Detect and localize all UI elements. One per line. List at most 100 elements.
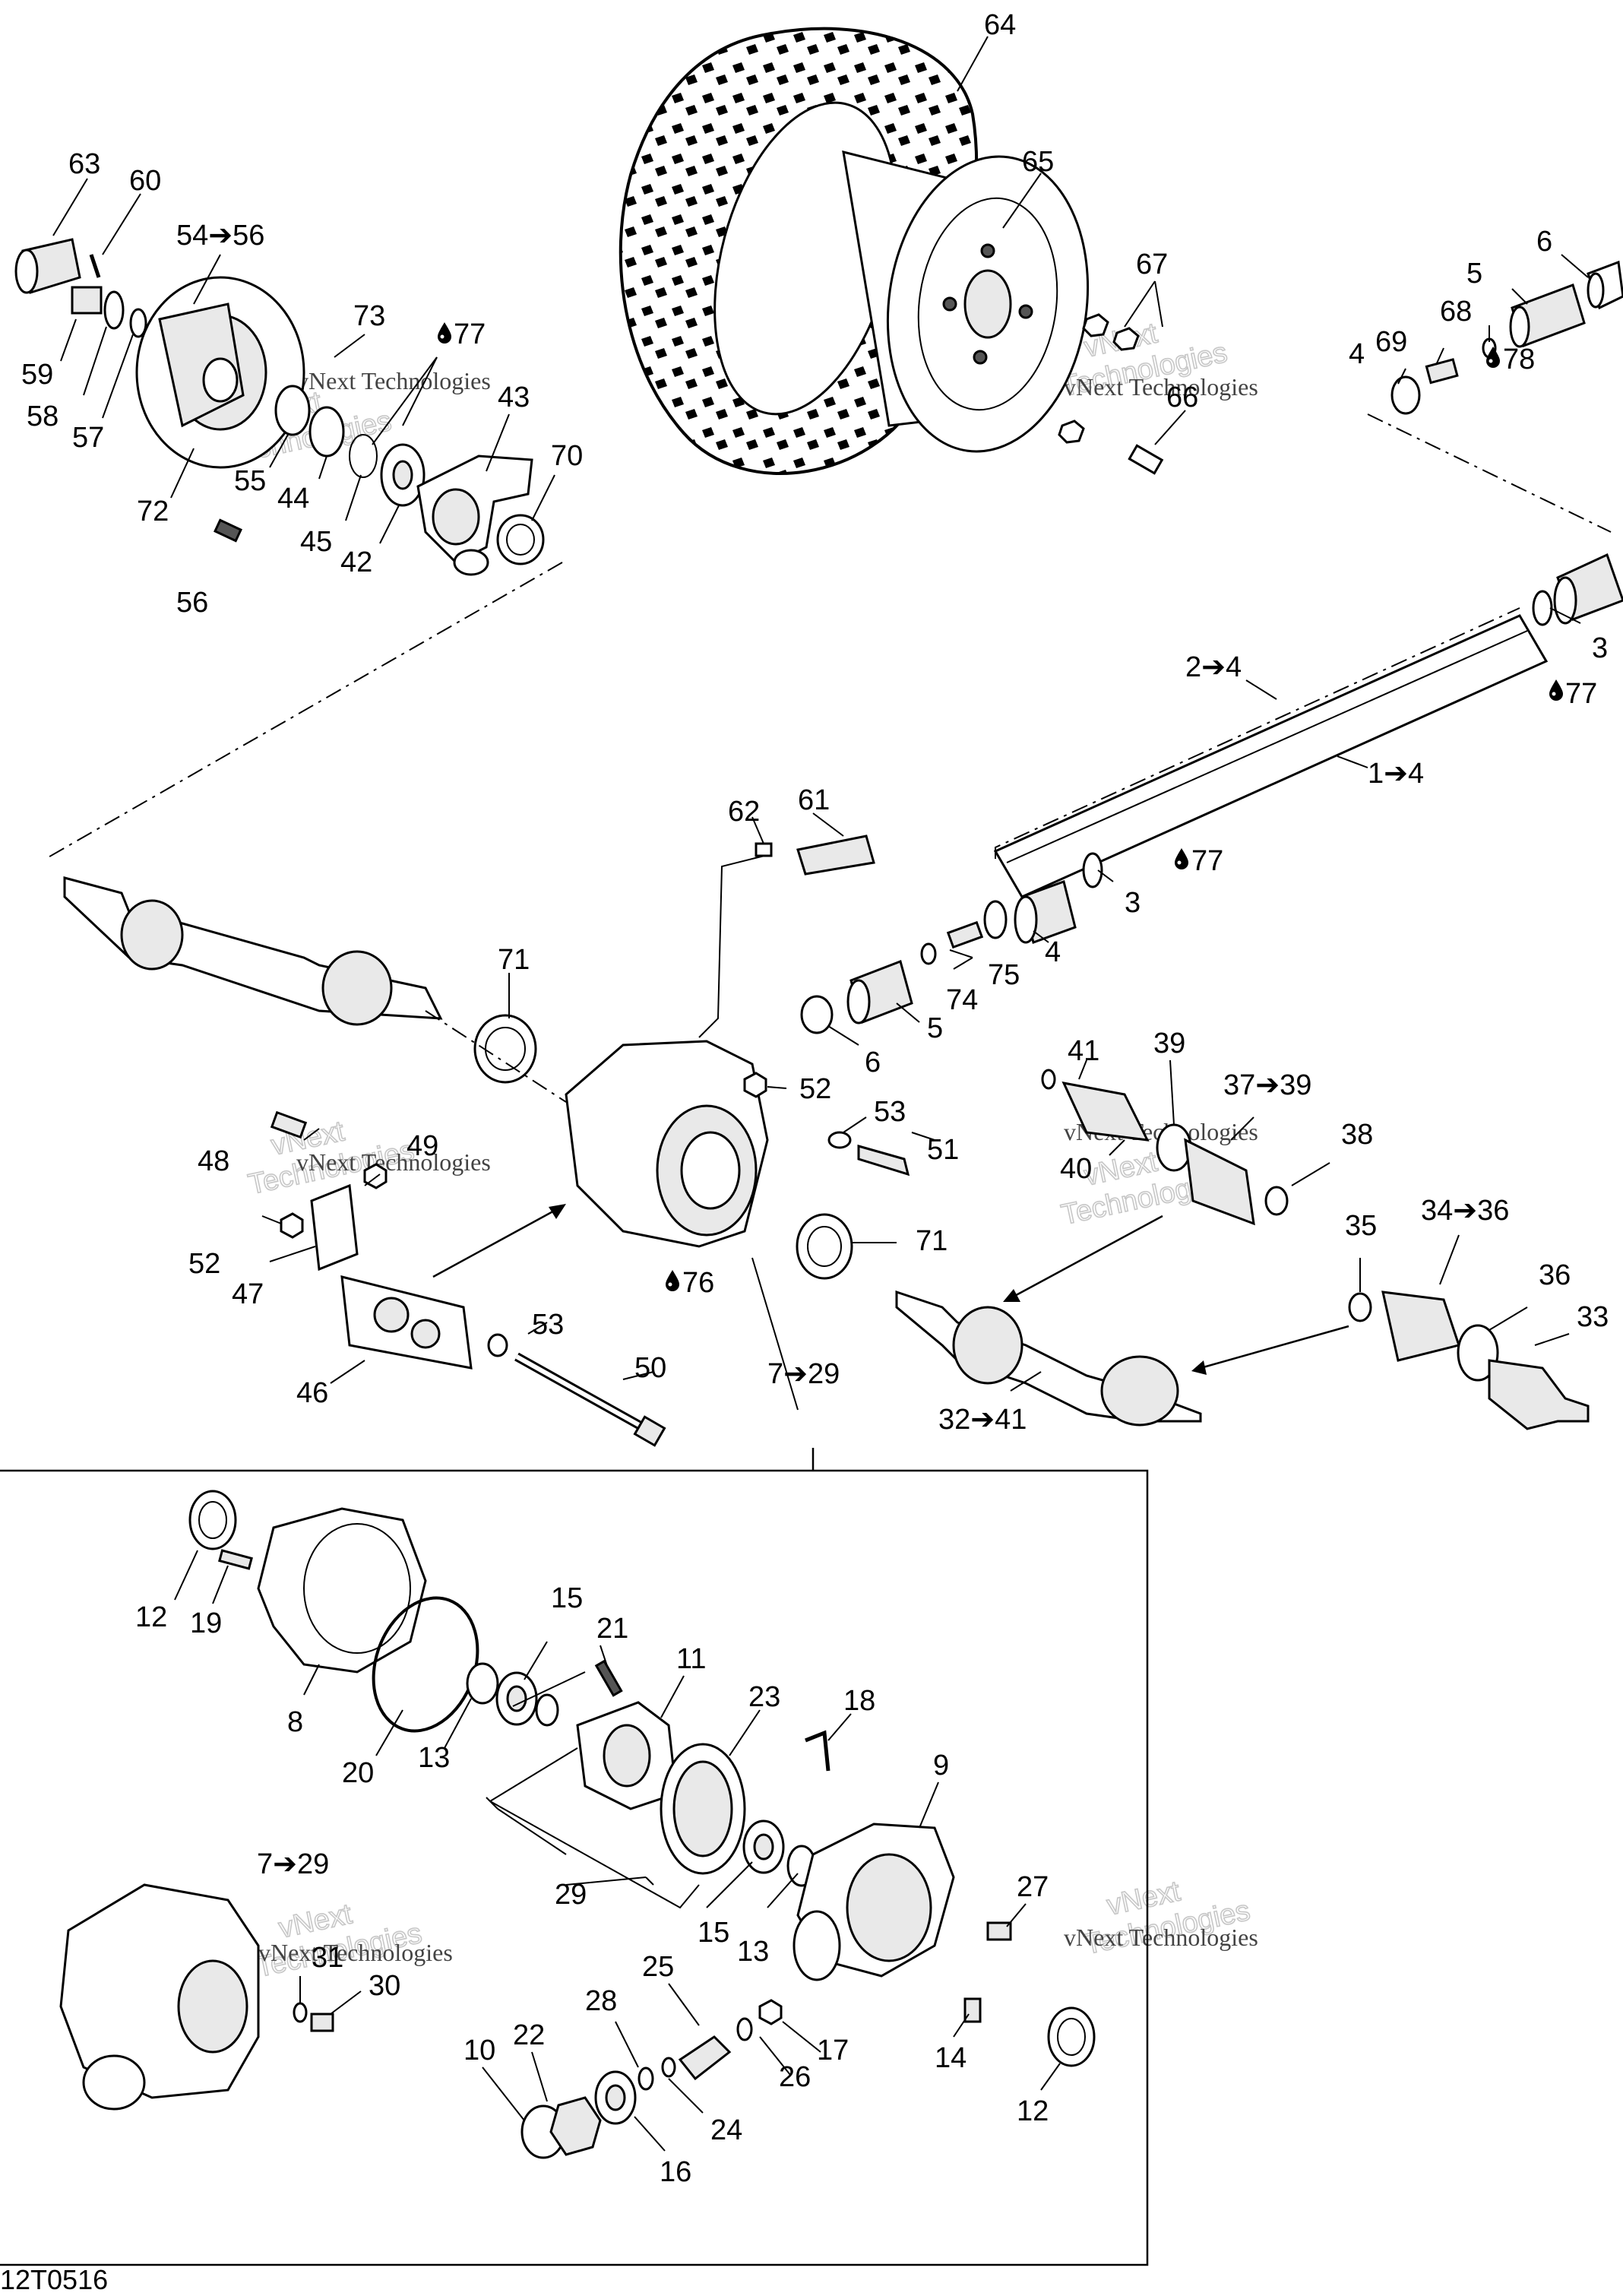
callout-68: 68 <box>1440 296 1472 328</box>
callout-58: 58 <box>27 401 59 432</box>
callout-64: 64 <box>984 9 1016 41</box>
callout-33: 33 <box>1577 1301 1609 1333</box>
seal-12-top <box>188 1490 237 1550</box>
callout-15-top: 15 <box>551 1582 583 1614</box>
callout-57: 57 <box>72 422 104 454</box>
callout-66: 66 <box>1166 382 1198 413</box>
castle-nut-59 <box>71 286 103 315</box>
drive-shaft-right <box>895 1290 1202 1427</box>
cotter-pin-60 <box>89 254 101 278</box>
boot-4-lower <box>1014 880 1077 944</box>
callout-44: 44 <box>277 483 309 515</box>
nut-49 <box>363 1163 388 1189</box>
seal-71-right <box>796 1213 853 1280</box>
outer-joint-33 <box>1488 1359 1590 1430</box>
washer-31 <box>293 2002 308 2023</box>
callout-37-39: 37➔39 <box>1223 1069 1311 1101</box>
callout-25: 25 <box>642 1951 674 1983</box>
callout-30: 30 <box>369 1970 400 2002</box>
callout-42: 42 <box>340 546 372 578</box>
callout-29: 29 <box>555 1879 587 1911</box>
circlip-45 <box>349 434 378 478</box>
arrow-to-shaft-right-b <box>1191 1325 1349 1375</box>
callout-28: 28 <box>585 1985 617 2017</box>
callout-23: 23 <box>748 1681 780 1713</box>
ring-41 <box>1041 1069 1056 1090</box>
callout-36: 36 <box>1539 1259 1571 1291</box>
callout-71-left: 71 <box>498 944 530 976</box>
callout-14: 14 <box>935 2042 967 2074</box>
callout-12-top: 12 <box>135 1601 167 1633</box>
callout-17: 17 <box>817 2035 849 2066</box>
callout-50: 50 <box>634 1352 666 1384</box>
callout-55: 55 <box>234 465 266 497</box>
bolt-69 <box>1425 358 1459 385</box>
callout-52-lower: 52 <box>188 1248 220 1280</box>
callout-labels: 64 65 67 66 63 60 54➔56 73 77 43 70 59 5… <box>0 9 1609 2295</box>
clamp-4-lower <box>983 900 1008 939</box>
differential-housing <box>565 1040 769 1248</box>
long-bolt-50 <box>514 1352 666 1447</box>
pinion-25 <box>678 2035 732 2081</box>
nut-22 <box>549 2096 602 2156</box>
housing-9 <box>793 1823 955 1981</box>
boot-34 <box>1381 1291 1460 1362</box>
wheel-nut <box>1058 313 1140 444</box>
callout-74: 74 <box>946 984 978 1016</box>
svg-text:vNext Technologies: vNext Technologies <box>296 367 491 394</box>
callout-19: 19 <box>190 1607 222 1639</box>
washer-58 <box>103 290 125 330</box>
bolt-51 <box>857 1145 910 1177</box>
centerline-diff <box>425 1010 567 1103</box>
callout-59: 59 <box>21 359 53 391</box>
callout-24: 24 <box>710 2114 742 2146</box>
callout-11: 11 <box>676 1643 706 1675</box>
hub-bolt-56 <box>214 518 242 543</box>
callout-5-upper: 5 <box>1466 258 1482 290</box>
callout-7-29-upper: 7➔29 <box>767 1358 840 1390</box>
exploded-view-frame <box>0 1448 1149 2266</box>
breather-61 <box>796 834 875 876</box>
callout-41: 41 <box>1068 1035 1099 1067</box>
clamp-35 <box>1348 1292 1372 1322</box>
callout-1-4: 1➔4 <box>1368 758 1424 790</box>
svg-text:vNext Technologies: vNext Technologies <box>258 1939 453 1966</box>
callout-60: 60 <box>129 165 161 197</box>
callout-77-top: 77 <box>454 318 486 350</box>
callout-4-upper: 4 <box>1349 338 1365 370</box>
callout-73: 73 <box>353 300 385 332</box>
knuckle-43 <box>416 454 533 576</box>
wheel-stud <box>1128 444 1164 475</box>
assembled-housing-7-29 <box>59 1883 260 2111</box>
seal-71-left <box>473 1014 537 1084</box>
callout-39: 39 <box>1153 1028 1185 1059</box>
callout-48: 48 <box>198 1145 229 1177</box>
callout-77-mid: 77 <box>1191 845 1223 877</box>
breather-hose-62 <box>698 842 773 1038</box>
callout-8: 8 <box>287 1706 303 1738</box>
rim <box>842 150 1090 453</box>
callout-65: 65 <box>1022 146 1054 178</box>
callout-54-56: 54➔56 <box>176 220 264 252</box>
callout-46: 46 <box>296 1377 328 1409</box>
callout-77-right: 77 <box>1565 678 1597 710</box>
nut-17 <box>758 1999 783 2025</box>
callout-4-lower: 4 <box>1045 936 1061 968</box>
washer-57 <box>129 308 147 338</box>
callout-12-bottom: 12 <box>1017 2095 1049 2127</box>
callout-6-upper: 6 <box>1536 226 1552 258</box>
callout-34-36: 34➔36 <box>1421 1195 1509 1227</box>
nut-52-lower <box>280 1212 304 1239</box>
sleeve-5-lower <box>846 960 913 1024</box>
callout-45: 45 <box>300 526 332 558</box>
centerline-left <box>45 562 563 860</box>
callout-62: 62 <box>728 796 760 828</box>
callout-47: 47 <box>232 1278 264 1310</box>
centerline-right <box>1367 413 1612 533</box>
clamp-36 <box>1457 1324 1499 1382</box>
oil-drop-icon <box>1549 679 1563 701</box>
callout-78: 78 <box>1503 344 1535 375</box>
callout-7-29-lower: 7➔29 <box>257 1848 329 1880</box>
clamp-38 <box>1264 1186 1289 1216</box>
